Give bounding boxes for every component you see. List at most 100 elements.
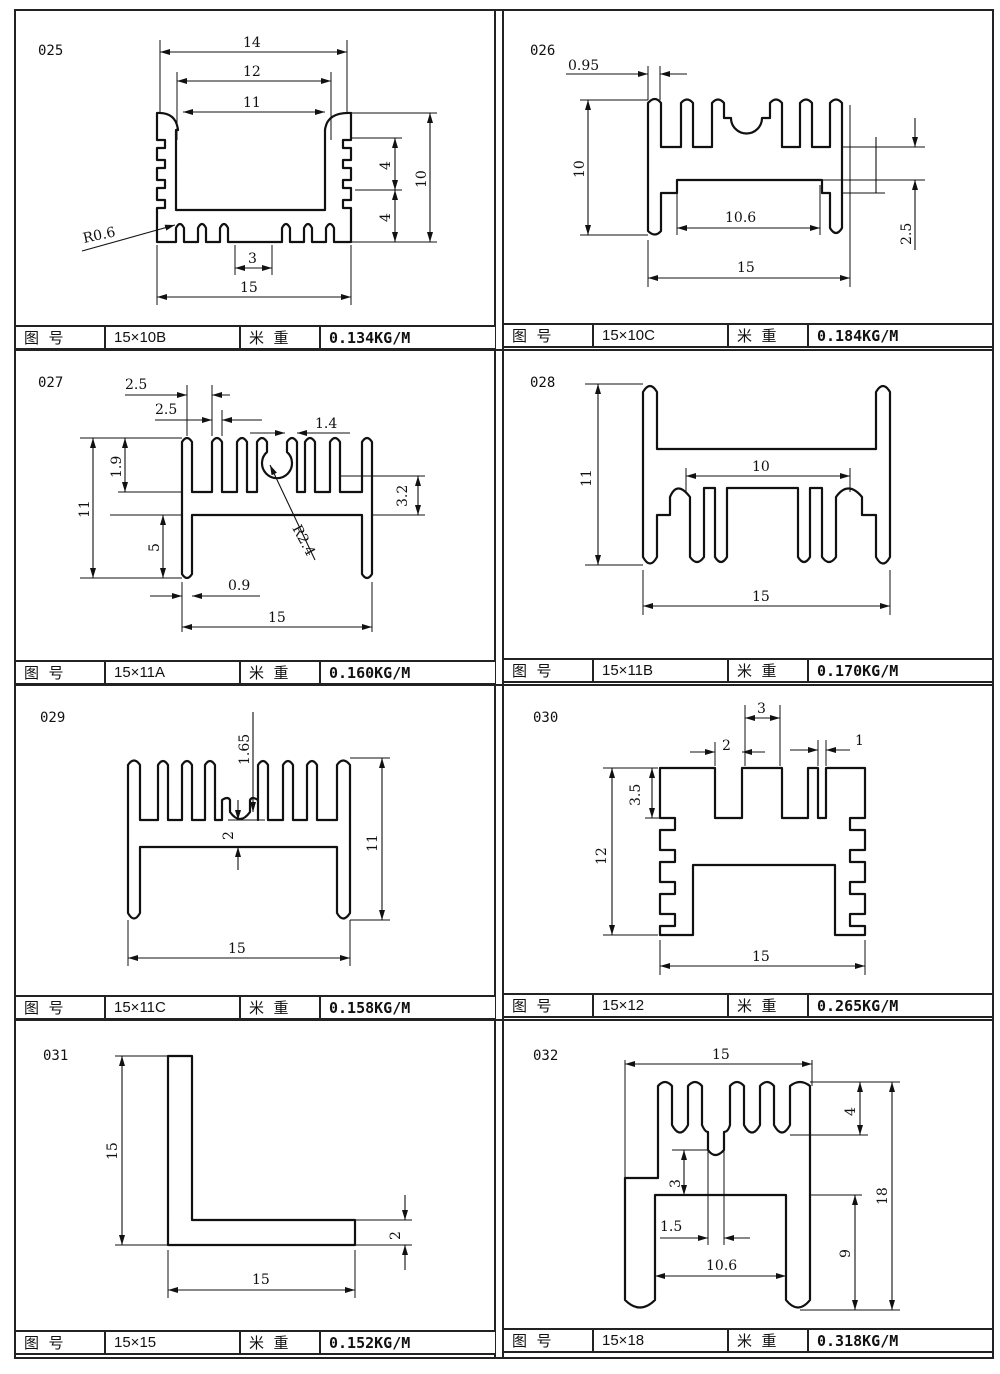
heatsink-profile [126, 759, 352, 920]
panel-032-footer: 图 号 15×18 米 重 0.318KG/M [504, 1328, 992, 1353]
panel-025-footer: 图 号 15×10B 米 重 0.134KG/M [16, 325, 495, 350]
heatsink-profile [641, 384, 892, 565]
panel-id: 030 [533, 710, 558, 726]
unit-weight-value: 0.160KG/M [329, 663, 411, 682]
dimension-label: 0.95 [568, 58, 599, 74]
heatsink-profile [623, 1080, 812, 1309]
dimension-label: 10.6 [725, 210, 756, 226]
unit-weight-label: 米 重 [729, 995, 809, 1016]
dimension-label: 10 [414, 170, 430, 188]
panel-031-drawing: 031 15 2 15 [43, 1048, 412, 1298]
heatsink-profile [155, 111, 353, 244]
panel-031-footer: 图 号 15×15 米 重 0.152KG/M [16, 1330, 495, 1355]
dimension-label: 15 [752, 589, 770, 605]
unit-weight-label: 米 重 [241, 1332, 321, 1353]
dimension-label: 2 [722, 738, 731, 754]
panel-id: 029 [40, 710, 65, 726]
unit-weight-label: 米 重 [729, 660, 809, 681]
model-number: 15×12 [594, 995, 729, 1016]
drawing-no-label: 图 号 [16, 1332, 106, 1353]
model-number: 15×11A [106, 662, 241, 683]
dimension-label: 9 [838, 1249, 854, 1258]
dimension-label: 3.2 [395, 485, 411, 507]
dimension-lines [81, 40, 437, 305]
dimension-lines [115, 1055, 412, 1298]
dimension-lines [80, 385, 425, 632]
unit-weight-label: 米 重 [241, 327, 321, 348]
dimension-label: 11 [243, 95, 261, 111]
drawing-no-label: 图 号 [504, 1330, 594, 1351]
panel-030-drawing: 030 3 2 1 3.5 12 15 [533, 701, 867, 975]
drawing-no-label: 图 号 [16, 997, 106, 1018]
dimension-label: 15 [240, 280, 258, 296]
dimension-label: 10 [752, 459, 770, 475]
drawing-no-label: 图 号 [504, 995, 594, 1016]
dimension-label: 1.9 [109, 456, 125, 478]
unit-weight-value: 0.318KG/M [817, 1331, 899, 1350]
unit-weight-value: 0.134KG/M [329, 328, 411, 347]
heatsink-profile [180, 436, 374, 580]
dimension-label: 10 [572, 160, 588, 178]
model-number: 15×10B [106, 327, 241, 348]
dimension-label: 1 [855, 733, 864, 749]
dimension-label: 10.6 [706, 1258, 737, 1274]
dimension-lines [566, 66, 925, 287]
dimension-label: 5 [147, 543, 163, 552]
dimension-label: 3.5 [628, 784, 644, 806]
model-number: 15×15 [106, 1332, 241, 1353]
dimension-label: 2.5 [899, 223, 915, 245]
sheet-frame [14, 9, 994, 1359]
unit-weight-value: 0.265KG/M [817, 996, 899, 1015]
panel-028-footer: 图 号 15×11B 米 重 0.170KG/M [504, 658, 992, 683]
dimension-label: 11 [579, 469, 595, 487]
panel-id: 026 [530, 43, 555, 59]
dimension-label: 1.65 [237, 734, 253, 765]
dimension-lines [624, 1060, 900, 1311]
panel-027-footer: 图 号 15×11A 米 重 0.160KG/M [16, 660, 495, 685]
unit-weight-label: 米 重 [241, 662, 321, 683]
unit-weight-value: 0.170KG/M [817, 661, 899, 680]
dimension-lines [127, 712, 390, 966]
model-number: 15×18 [594, 1330, 729, 1351]
unit-weight-value: 0.152KG/M [329, 1333, 411, 1352]
dimension-label: 2.5 [155, 402, 177, 418]
panel-029-drawing: 029 1.65 2 11 15 [40, 710, 390, 966]
dimension-label: 4 [843, 1107, 859, 1116]
dimension-label: 3 [757, 701, 766, 717]
drawing-no-label: 图 号 [16, 662, 106, 683]
panel-id: 027 [38, 375, 63, 391]
dimension-label: R2.4 [288, 522, 318, 559]
model-number: 15×11C [106, 997, 241, 1018]
dimension-label: 3 [248, 251, 257, 267]
panel-id: 031 [43, 1048, 68, 1064]
dimension-label: 15 [228, 941, 246, 957]
dimension-label: 11 [77, 500, 93, 518]
dimension-label: 12 [594, 847, 610, 865]
panel-id: 025 [38, 43, 63, 59]
panel-025-drawing: 025 14 12 11 4 4 10 R0.6 3 15 [38, 35, 437, 305]
dimension-label: 18 [875, 1187, 891, 1205]
dimension-label: 15 [252, 1272, 270, 1288]
panel-032-drawing: 032 15 4 18 3 1.5 10.6 9 [533, 1047, 900, 1311]
dimension-label: 4 [378, 213, 394, 222]
dimension-label: 15 [737, 260, 755, 276]
panel-029-footer: 图 号 15×11C 米 重 0.158KG/M [16, 995, 495, 1020]
model-number: 15×11B [594, 660, 729, 681]
panel-026-footer: 图 号 15×10C 米 重 0.184KG/M [504, 323, 992, 348]
dimension-label: 1.5 [660, 1219, 682, 1235]
panel-id: 032 [533, 1048, 558, 1064]
dimension-label: 14 [243, 35, 261, 51]
dimension-label: 4 [378, 161, 394, 170]
panel-027-drawing: 027 2.5 2.5 1.4 1.9 11 [38, 375, 425, 632]
dimension-label: 15 [105, 1142, 121, 1160]
model-number: 15×10C [594, 325, 729, 346]
heatsink-profile [166, 1054, 357, 1247]
panel-026-drawing: 026 0.95 10 10.6 15 2.5 [530, 43, 925, 287]
panel-id: 028 [530, 375, 555, 391]
dimension-label: 11 [365, 834, 381, 852]
dimension-label: 0.9 [228, 578, 250, 594]
heatsink-profile [646, 97, 844, 236]
dimension-label: 15 [712, 1047, 730, 1063]
unit-weight-label: 米 重 [729, 1330, 809, 1351]
